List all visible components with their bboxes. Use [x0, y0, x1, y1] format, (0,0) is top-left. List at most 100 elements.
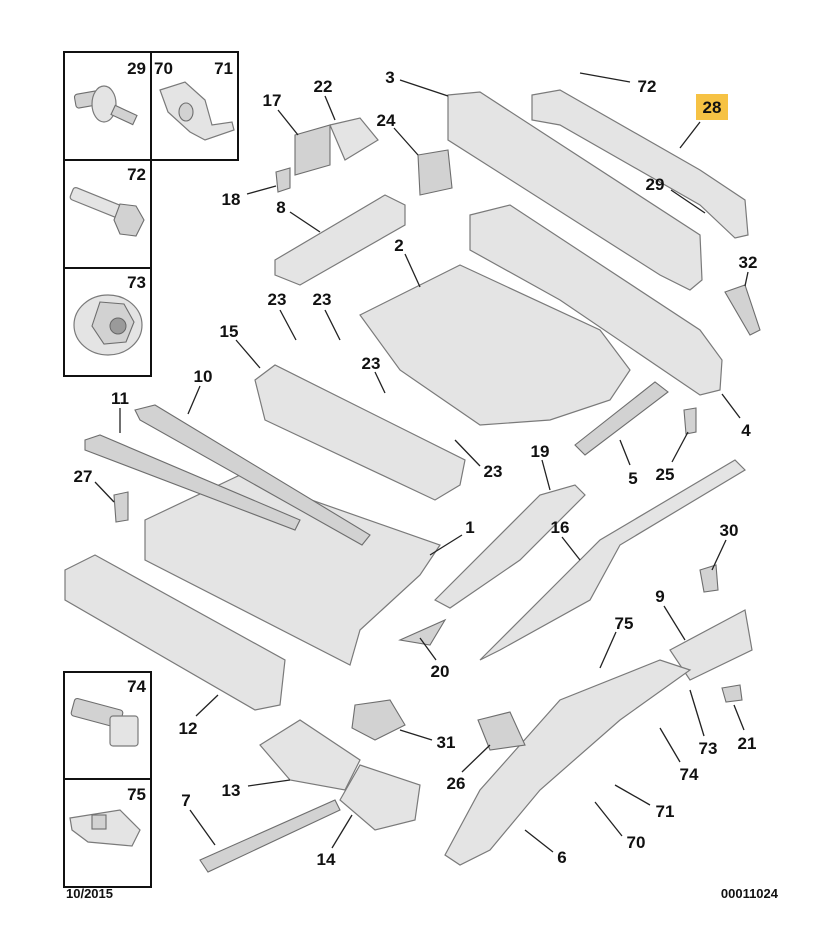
callout-28: 28 [703, 98, 722, 117]
callout-23: 23 [268, 290, 287, 309]
part-7 [199, 799, 341, 873]
leader-line-21 [733, 704, 745, 731]
leader-line-75 [599, 631, 617, 669]
callout-16: 16 [551, 518, 570, 537]
callout-8: 8 [276, 198, 285, 217]
callout-2: 2 [394, 236, 403, 255]
leader-line-25 [671, 431, 689, 463]
callout-6: 6 [557, 848, 566, 867]
part-17 [294, 124, 331, 176]
inset-box-73: 73 [63, 267, 152, 377]
callout-12: 12 [179, 719, 198, 738]
leader-line-12 [195, 694, 219, 717]
callout-7: 7 [181, 791, 190, 810]
leader-line-2 [404, 253, 421, 288]
callout-19: 19 [531, 442, 550, 461]
callout-20: 20 [431, 662, 450, 681]
leader-line-72 [579, 72, 631, 83]
callout-18: 18 [222, 190, 241, 209]
part-3-side-rail [447, 91, 703, 291]
callout-17: 17 [263, 91, 282, 110]
leader-line-32 [744, 271, 749, 287]
callout-9: 9 [655, 587, 664, 606]
highlight-28-box [696, 94, 728, 120]
callout-5: 5 [628, 469, 637, 488]
inset-box-75: 75 [63, 778, 152, 888]
callout-23: 23 [362, 354, 381, 373]
footer-ref: 00011024 [721, 886, 779, 901]
part-32 [724, 284, 761, 336]
leader-line-19 [541, 459, 551, 491]
inset-box-72: 72 [63, 159, 152, 269]
callout-25: 25 [656, 465, 675, 484]
leader-line-23 [454, 439, 481, 467]
inset-label-72: 72 [127, 165, 146, 184]
callout-23: 23 [313, 290, 332, 309]
leader-line-3 [399, 79, 449, 97]
part-27 [113, 491, 129, 523]
part-31 [351, 699, 406, 741]
inset-box-74: 74 [63, 671, 152, 781]
callout-24: 24 [377, 111, 396, 130]
leader-line-23 [279, 309, 297, 341]
callout-75: 75 [615, 614, 634, 633]
part-shapes [64, 89, 761, 873]
leader-line-70 [594, 801, 623, 837]
leader-line-24 [393, 127, 419, 156]
leader-line-23 [324, 309, 341, 341]
part-13 [259, 719, 361, 791]
callout-26: 26 [447, 774, 466, 793]
callout-21: 21 [738, 734, 757, 753]
part-2-floor [359, 264, 631, 426]
leader-line-20 [419, 637, 437, 661]
callout-30: 30 [720, 521, 739, 540]
leader-line-26 [461, 744, 491, 773]
leader-line-15 [235, 339, 261, 369]
leader-line-23 [374, 371, 386, 394]
leader-line-17 [277, 109, 299, 136]
clip-icon [70, 697, 139, 747]
callout-31: 31 [437, 733, 456, 752]
callout-14: 14 [317, 850, 336, 869]
part-22 [329, 117, 379, 161]
leader-line-6 [524, 829, 554, 853]
inset-label-74: 74 [127, 677, 146, 696]
callout-29: 29 [646, 175, 665, 194]
leader-line-5 [619, 439, 631, 466]
leader-line-9 [663, 605, 686, 641]
part-21 [721, 684, 743, 703]
callout-74: 74 [680, 765, 699, 784]
callout-23: 23 [484, 462, 503, 481]
bolt-icon [69, 187, 145, 237]
flange-nut-icon [73, 294, 143, 356]
part-30 [699, 564, 719, 593]
leader-line-27 [94, 481, 115, 503]
part-24 [417, 149, 453, 196]
callout-13: 13 [222, 781, 241, 800]
part-6 [444, 659, 692, 866]
part-20 [398, 618, 447, 646]
leader-line-7 [189, 809, 216, 846]
part-8 [274, 194, 406, 286]
leader-line-31 [399, 729, 433, 741]
part-4-side-rail [469, 204, 723, 396]
callout-15: 15 [220, 322, 239, 341]
part-15 [254, 364, 466, 501]
leader-line-30 [711, 539, 727, 571]
inset-box-29: 29 [63, 51, 152, 161]
part-5 [574, 381, 669, 456]
inset-label-70: 70 [154, 59, 173, 78]
leader-lines [94, 72, 749, 853]
inset-label-75: 75 [127, 785, 146, 804]
stud-icon [73, 85, 138, 126]
callout-4: 4 [741, 421, 751, 440]
leader-line-14 [331, 814, 353, 849]
inset-label-73: 73 [127, 273, 146, 292]
part-18 [275, 167, 291, 193]
part-11 [84, 434, 301, 531]
part-25 [683, 407, 697, 435]
callout-1: 1 [465, 518, 474, 537]
leader-line-74 [659, 727, 681, 763]
